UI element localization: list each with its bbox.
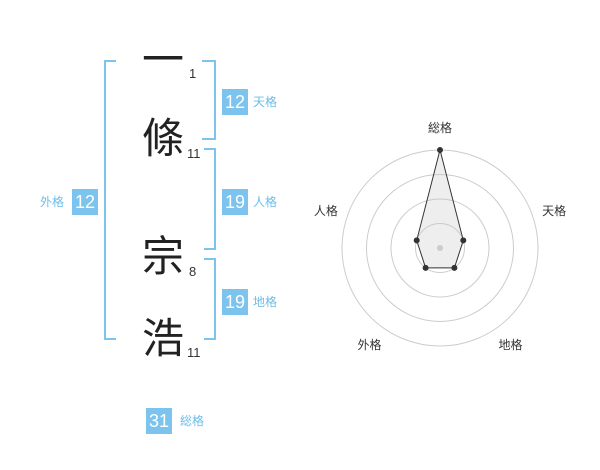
chikaku-bracket bbox=[204, 258, 216, 340]
radar-point-2 bbox=[451, 264, 458, 271]
radar-axis-label-3: 外格 bbox=[357, 337, 381, 352]
radar-center bbox=[437, 245, 443, 251]
jinkaku-value: 19 bbox=[222, 189, 248, 215]
radar-ring-2 bbox=[390, 198, 490, 298]
soukaku-label: 総格 bbox=[180, 414, 205, 428]
radar-axis-label-1: 天格 bbox=[542, 203, 566, 218]
radar-point-3 bbox=[422, 264, 429, 271]
radar-point-0 bbox=[437, 147, 443, 153]
name-char-2: 條 bbox=[141, 114, 184, 163]
tenkaku-value: 12 bbox=[222, 89, 248, 115]
radar-ring-1 bbox=[415, 223, 465, 273]
radar-axis-label-0: 総格 bbox=[428, 120, 452, 135]
name-char-4: 浩 bbox=[141, 314, 184, 363]
radar-axis-label-2: 地格 bbox=[499, 337, 523, 352]
stroke-count-1: 1 bbox=[189, 66, 197, 81]
radar-axis-label-4: 人格 bbox=[314, 203, 338, 218]
soukaku-value: 31 bbox=[146, 408, 172, 434]
stroke-count-4: 11 bbox=[187, 345, 201, 360]
jinkaku-bracket bbox=[204, 148, 216, 250]
jinkaku-label: 人格 bbox=[253, 195, 278, 209]
radar-point-1 bbox=[460, 237, 467, 244]
stroke-count-3: 8 bbox=[189, 264, 197, 279]
stroke-count-2: 11 bbox=[187, 146, 201, 161]
gaikaku-label: 外格 bbox=[40, 195, 65, 209]
chikaku-label: 地格 bbox=[253, 295, 278, 309]
name-char-3: 宗 bbox=[141, 232, 184, 281]
tenkaku-label: 天格 bbox=[253, 95, 278, 109]
radar-polygon bbox=[416, 149, 464, 269]
tenkaku-bracket bbox=[202, 60, 216, 140]
chikaku-value: 19 bbox=[222, 289, 248, 315]
gaikaku-value: 12 bbox=[72, 189, 98, 215]
name-char-1: 一 bbox=[141, 35, 184, 84]
gaikaku-bracket bbox=[104, 60, 116, 340]
radar-ring-3 bbox=[366, 174, 514, 322]
radar-point-4 bbox=[413, 237, 420, 244]
